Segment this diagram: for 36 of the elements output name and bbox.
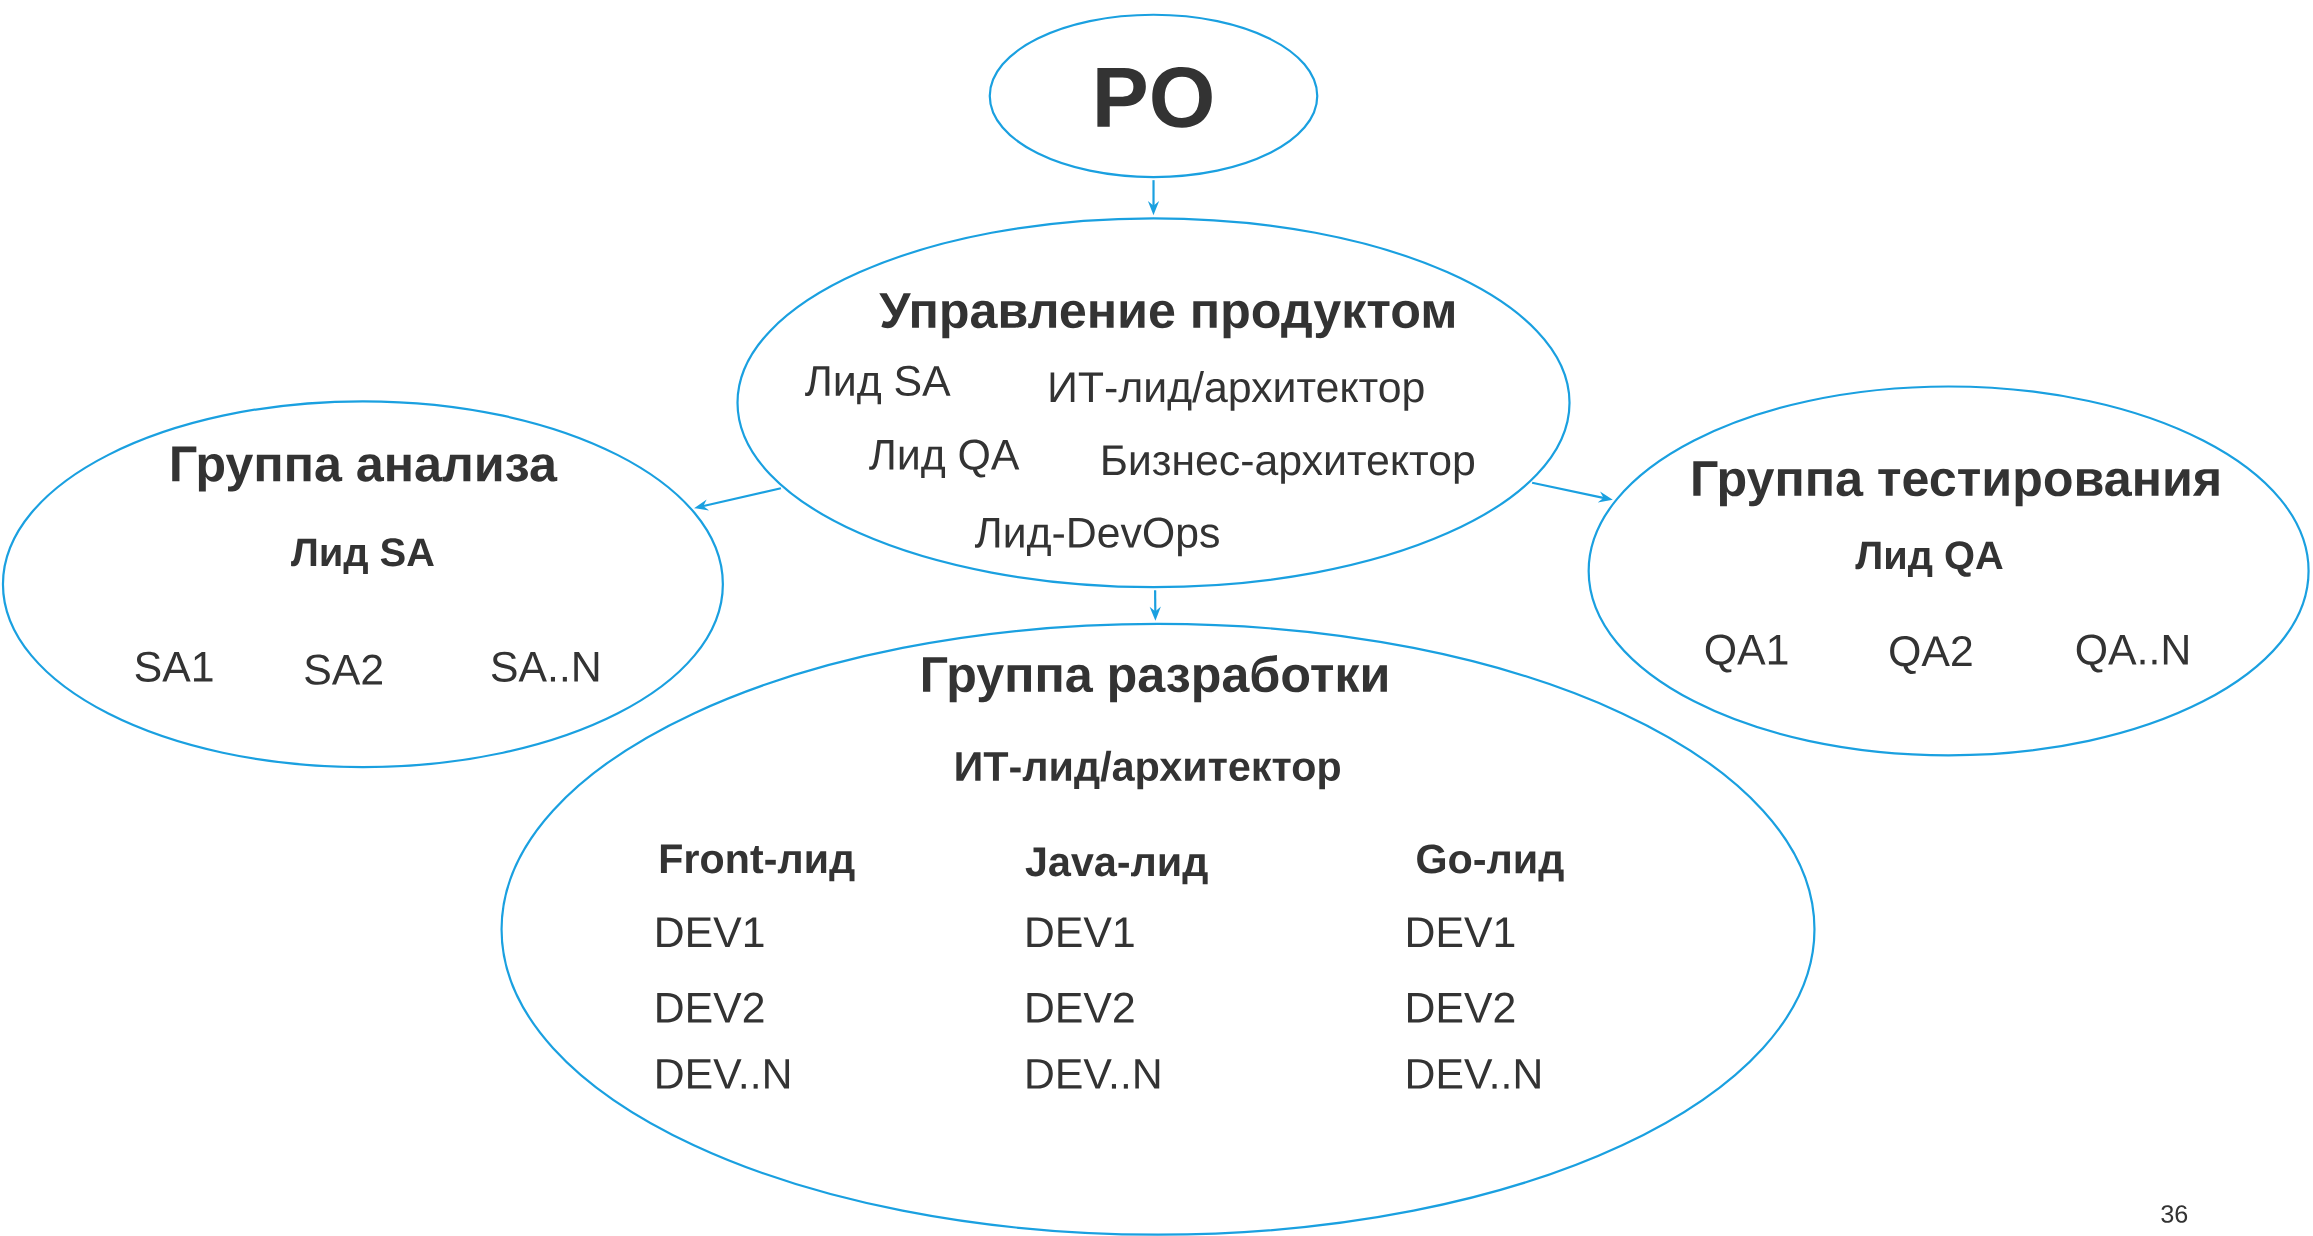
- group-ellipse: [1587, 385, 2310, 757]
- member-label: DEV..N: [657, 1059, 790, 1089]
- role-label: Лид-DevOps: [975, 517, 1219, 557]
- role-label: Бизнес-архитектор: [1103, 445, 1474, 484]
- member-label: DEV1: [1027, 917, 1134, 947]
- member-label: QA1: [1705, 634, 1788, 673]
- role-label: Лид QA: [869, 439, 1020, 478]
- role-label: Лид SA: [805, 365, 951, 405]
- member-label: SA..N: [491, 651, 599, 682]
- lead-label: Java-лид: [1025, 847, 1208, 885]
- lead-label: Лид QA: [1855, 541, 2003, 577]
- group-title: Группа тестирования: [1693, 461, 2219, 507]
- lead-label: Front-лид: [660, 844, 855, 882]
- lead-label: Лид SA: [291, 538, 434, 574]
- member-label: QA2: [1890, 636, 1972, 674]
- group-title: PO: [1097, 67, 1212, 128]
- member-label: DEV2: [657, 992, 764, 1023]
- member-label: QA..N: [2076, 634, 2188, 673]
- group-title: Группа разработки: [923, 654, 1387, 703]
- group-title: Группа анализа: [172, 446, 558, 492]
- page-number: 36: [2161, 1205, 2188, 1223]
- lead-label: Go-лид: [1417, 844, 1564, 882]
- group-title: Управление продуктом: [879, 293, 1454, 339]
- member-label: SA1: [135, 651, 213, 682]
- member-label: SA2: [305, 654, 382, 685]
- member-label: DEV1: [657, 917, 764, 947]
- member-label: DEV2: [1027, 992, 1134, 1023]
- member-label: DEV..N: [1027, 1059, 1160, 1089]
- member-label: DEV..N: [1408, 1059, 1540, 1089]
- group-ellipse: [988, 13, 1319, 179]
- member-label: DEV1: [1408, 917, 1515, 947]
- lead-label: ИТ-лид/архитектор: [956, 750, 1340, 790]
- member-label: DEV2: [1408, 992, 1515, 1023]
- role-label: ИТ-лид/архитектор: [1050, 370, 1424, 411]
- group-ellipse: [736, 217, 1571, 589]
- group-ellipse: [1, 400, 724, 769]
